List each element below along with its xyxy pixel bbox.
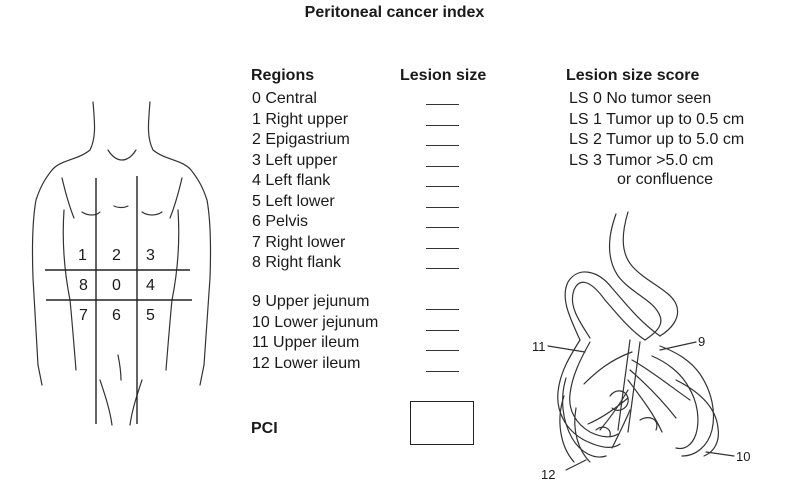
grid-label-8: 8 bbox=[79, 277, 88, 294]
intestine-label-11: 11 bbox=[532, 339, 546, 354]
lesion-blank-11[interactable] bbox=[426, 350, 459, 351]
lesion-blank-1[interactable] bbox=[426, 124, 459, 126]
lesion-blank-10[interactable] bbox=[426, 329, 459, 331]
score-ls2: LS 2 Tumor up to 5.0 cm bbox=[569, 131, 745, 148]
grid-label-1: 1 bbox=[78, 247, 87, 264]
region-6: 6 Pelvis bbox=[252, 213, 309, 230]
grid-label-6: 6 bbox=[112, 307, 121, 324]
region-10: 10 Lower jejunum bbox=[252, 313, 379, 331]
intestine-label-10: 10 bbox=[736, 449, 751, 464]
region-4: 4 Left flank bbox=[252, 172, 331, 189]
grid-label-0: 0 bbox=[112, 277, 121, 294]
intestine-label-9: 9 bbox=[698, 334, 706, 349]
lesion-blank-3[interactable] bbox=[426, 165, 459, 167]
grid-label-2: 2 bbox=[112, 247, 121, 264]
lesion-blank-12[interactable] bbox=[426, 370, 459, 372]
intestine-label-12: 12 bbox=[541, 467, 556, 482]
region-1: 1 Right upper bbox=[252, 110, 349, 128]
score-ls1: LS 1 Tumor up to 0.5 cm bbox=[569, 110, 745, 128]
lesion-blank-6[interactable] bbox=[426, 227, 459, 228]
lesion-blank-4[interactable] bbox=[426, 186, 459, 187]
pci-input-box[interactable] bbox=[410, 401, 474, 445]
region-8: 8 Right flank bbox=[252, 254, 341, 271]
region-5: 5 Left lower bbox=[252, 192, 335, 210]
region-9: 9 Upper jejunum bbox=[252, 293, 370, 310]
score-ls3: LS 3 Tumor >5.0 cm bbox=[569, 151, 714, 169]
grid-label-7: 7 bbox=[79, 307, 88, 324]
grid-label-3: 3 bbox=[146, 247, 155, 264]
lesion-blank-8[interactable] bbox=[426, 268, 459, 269]
score-ls3-continuation: or confluence bbox=[617, 171, 714, 188]
lesion-blank-7[interactable] bbox=[426, 247, 459, 249]
region-2: 2 Epigastrium bbox=[252, 131, 350, 148]
pci-label: PCI bbox=[251, 420, 278, 437]
lesion-blank-5[interactable] bbox=[426, 206, 459, 208]
region-0: 0 Central bbox=[252, 90, 317, 107]
lesion-blank-0[interactable] bbox=[426, 104, 459, 105]
page-title: Peritoneal cancer index bbox=[304, 4, 485, 21]
lesion-blank-9[interactable] bbox=[426, 309, 459, 310]
regions-header: Regions bbox=[251, 67, 315, 84]
region-3: 3 Left upper bbox=[252, 151, 338, 169]
grid-label-4: 4 bbox=[146, 277, 155, 294]
region-11: 11 Upper ileum bbox=[252, 334, 360, 351]
lesion-blank-2[interactable] bbox=[426, 145, 459, 146]
score-ls0: LS 0 No tumor seen bbox=[569, 90, 712, 107]
grid-label-5: 5 bbox=[146, 307, 155, 324]
lesion-size-score-header: Lesion size score bbox=[566, 67, 700, 84]
region-7: 7 Right lower bbox=[252, 233, 346, 251]
region-12: 12 Lower ileum bbox=[252, 354, 361, 372]
lesion-size-header: Lesion size bbox=[400, 67, 487, 84]
